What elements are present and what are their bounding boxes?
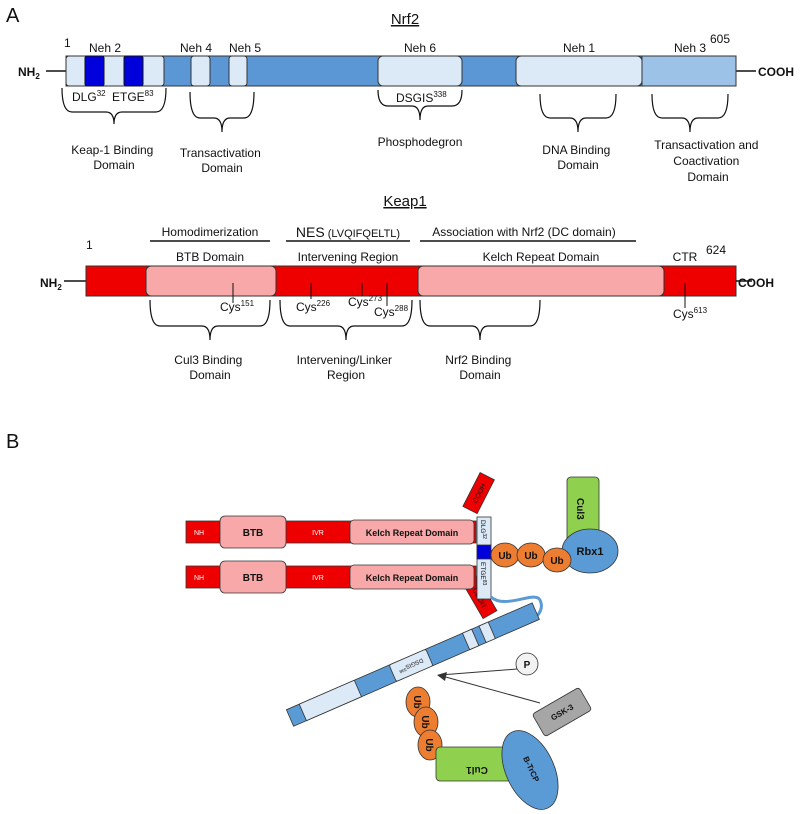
keap1-domain-label: CTR: [673, 250, 698, 264]
ub-label: Ub: [411, 695, 422, 708]
svg-text:IVR: IVR: [312, 530, 324, 537]
svg-text:BTB: BTB: [243, 573, 264, 584]
keap1-start: 1: [86, 238, 93, 252]
keap1-btb-box: [145, 265, 277, 297]
keap1-header-homodimerization: Homodimerization: [162, 225, 259, 239]
nrf2-dsgis-label: DSGIS338: [396, 90, 447, 105]
cys-273-label: Cys273: [348, 294, 383, 309]
cys-288-label: Cys288: [374, 304, 409, 319]
nrf2-domain-label: Neh 1: [563, 41, 595, 55]
nrf2-domain-label: Neh 3: [674, 41, 706, 55]
keap1-upper: NH BTB IVR Kelch Repeat Domain: [185, 515, 477, 549]
gsk3-protein: GSK-3: [532, 687, 592, 737]
panel-b-label: B: [6, 431, 19, 453]
nrf2-cterm: COOH: [758, 65, 794, 79]
svg-text:Kelch Repeat Domain: Kelch Repeat Domain: [366, 573, 459, 583]
region-intervening-linker: Intervening/Linker Region: [297, 353, 396, 382]
nrf2-etge-motif: [123, 55, 144, 87]
brace-keap1-binding: [61, 87, 167, 125]
nrf2-dlg-label: DLG32: [72, 89, 106, 104]
nrf2-title: Nrf2: [391, 11, 419, 28]
nrf2-neh2-box: [65, 55, 165, 87]
nrf2-b-dlg: DLG32: [479, 520, 487, 539]
nrf2-end: 605: [710, 32, 730, 46]
cys-151-label: Cys151: [220, 299, 255, 314]
panel-a-label: A: [6, 5, 20, 27]
btrcp-protein: [501, 730, 559, 810]
ub-label: Ub: [419, 715, 430, 728]
region-dna-binding: DNA Binding Domain: [542, 143, 613, 172]
nrf2-b-dsgis-box: [389, 649, 433, 682]
nrf2-dlg-motif: [84, 55, 105, 87]
nrf2-nterm: NH2: [18, 65, 40, 81]
region-transactivation: Transactivation Domain: [180, 146, 264, 175]
lower-kelch-box: [349, 564, 475, 590]
ub-label: Ub: [524, 551, 537, 562]
keap1-header-nes: NES (LVQIFQELTL): [296, 224, 400, 240]
ub-label: Ub: [498, 551, 511, 562]
nrf2-start: 1: [64, 36, 71, 50]
svg-text:NH: NH: [194, 530, 204, 537]
keap1-cterm: COOH: [738, 276, 774, 290]
nrf2-domain-label: Neh 5: [229, 41, 261, 55]
nrf2-domain-label: Neh 2: [89, 41, 121, 55]
svg-text:Kelch Repeat Domain: Kelch Repeat Domain: [366, 528, 459, 538]
keap1-title: Keap1: [383, 193, 426, 210]
nrf2-neh6-box: [377, 55, 463, 87]
brace-cul3-binding: [149, 299, 271, 341]
nrf2-domain-label: Neh 4: [180, 41, 212, 55]
cys-613-label: Cys613: [673, 306, 708, 321]
region-keap1-binding: Keap-1 Binding Domain: [71, 143, 156, 172]
keap1-lower: NH BTB IVR Kelch Repeat Domain: [185, 560, 477, 594]
nrf2-b-motif: [476, 544, 492, 560]
brace-transact-coact: [651, 93, 729, 133]
svg-text:NH: NH: [194, 575, 204, 582]
nrf2-neh1-box: [515, 55, 643, 87]
keap1-domain-label: Intervening Region: [298, 250, 399, 264]
cul1-label: Cul1: [466, 764, 488, 775]
keap1-end: 624: [706, 243, 726, 257]
brace-nrf2-binding: [419, 299, 541, 341]
nrf2-neh3-box: [641, 55, 737, 87]
brace-phosphodegron: [377, 89, 463, 121]
gsk3-arrow-head: [437, 672, 447, 681]
nrf2-neh4-box: [190, 55, 211, 87]
keap1-kelch-box: [417, 265, 665, 297]
lower-btb-box: [219, 560, 287, 594]
nrf2-neh5-box: [228, 55, 248, 87]
nrf2-domain-label: Neh 6: [404, 41, 436, 55]
gsk3-arrow: [441, 675, 541, 704]
ub-label: Ub: [550, 556, 563, 567]
keap1-domain-label: Kelch Repeat Domain: [483, 250, 600, 264]
svg-text:IVR: IVR: [312, 575, 324, 582]
brace-transactivation: [189, 91, 255, 133]
ub-label: Ub: [423, 738, 434, 751]
nrf2-b-diagonal: DSGIS338: [285, 602, 540, 727]
phospho-circle: [515, 652, 539, 676]
upper-cooh-tail: COOH: [462, 471, 495, 515]
svg-text:BTB: BTB: [243, 528, 264, 539]
brace-dna-binding: [539, 93, 617, 133]
cul3-label: Cul3: [574, 498, 585, 520]
region-phosphodegron: Phosphodegron: [378, 135, 463, 149]
cys-226-label: Cys226: [296, 299, 331, 314]
phospho-label: P: [524, 660, 531, 671]
keap1-domain-label: BTB Domain: [176, 250, 244, 264]
nrf2-b-etge: ETGE83: [479, 562, 487, 585]
region-transact-coact: Transactivation and Coactivation Domain: [654, 138, 762, 184]
region-nrf2-binding: Nrf2 Binding Domain: [445, 353, 514, 382]
region-cul3-binding: Cul3 Binding Domain: [174, 353, 245, 382]
nrf2-etge-label: ETGE83: [112, 89, 154, 104]
keap1-nterm: NH2: [40, 276, 62, 292]
upper-kelch-box: [349, 519, 475, 545]
upper-btb-box: [219, 515, 287, 549]
ub-upper: [542, 547, 572, 573]
keap1-header-association: Association with Nrf2 (DC domain): [432, 225, 615, 239]
rbx1-label: Rbx1: [577, 546, 604, 558]
brace-intervening-linker: [279, 299, 413, 341]
phospho-line: [439, 668, 518, 676]
